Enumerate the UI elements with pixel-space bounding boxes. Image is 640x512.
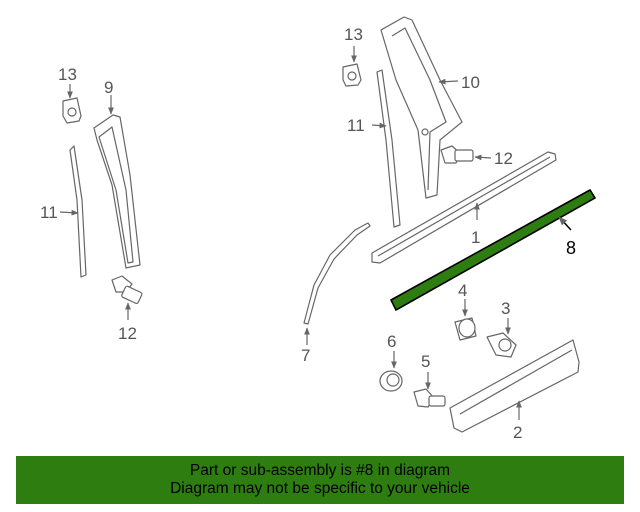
- part-9-pillar-trim[interactable]: [93, 114, 141, 269]
- callout-4: 4: [458, 281, 467, 300]
- callout-7: 7: [301, 346, 310, 365]
- banner-line-disclaimer: Diagram may not be specific to your vehi…: [170, 480, 470, 497]
- part-8-highlighted-molding[interactable]: [389, 188, 597, 312]
- part-2-door-molding[interactable]: [449, 339, 580, 433]
- part-12-bolt-right[interactable]: [440, 145, 474, 164]
- part-12-bolt-left[interactable]: [111, 275, 143, 305]
- callout-11-left: 11: [40, 203, 58, 222]
- callout-11-right: 11: [347, 116, 365, 135]
- info-banner: Part or sub-assembly is #8 in diagram Di…: [16, 456, 624, 504]
- callout-12-left: 12: [118, 324, 137, 343]
- callout-1: 1: [471, 228, 480, 247]
- callout-9: 9: [104, 78, 113, 97]
- callout-5: 5: [421, 352, 430, 371]
- part-13-clip-left[interactable]: [62, 97, 82, 124]
- part-11-seal-left[interactable]: [69, 145, 87, 278]
- part-13-clip-right[interactable]: [342, 63, 362, 87]
- part-5-screw[interactable]: [413, 388, 446, 408]
- callout-3: 3: [501, 299, 510, 318]
- part-10-frame-garnish[interactable]: [380, 16, 463, 199]
- callout-8: 8: [566, 238, 576, 258]
- part-1-belt-molding[interactable]: [371, 151, 557, 264]
- callout-10: 10: [461, 73, 480, 92]
- callout-13-left: 13: [58, 65, 77, 84]
- banner-line-part: Part or sub-assembly is #8 in diagram: [189, 462, 451, 479]
- callout-6: 6: [387, 332, 396, 351]
- callout-12-right: 12: [494, 149, 513, 168]
- callout-2: 2: [513, 423, 522, 442]
- part-4-grommet[interactable]: [454, 317, 477, 341]
- parts-diagram: 13 11 9 12 13 11 10 12 1: [40, 16, 597, 442]
- part-6-nut[interactable]: [379, 370, 403, 392]
- part-11-seal-right[interactable]: [376, 69, 401, 228]
- part-3-push-clip[interactable]: [486, 332, 517, 358]
- callout-13-right: 13: [344, 25, 363, 44]
- part-7-weatherstrip[interactable]: [303, 222, 371, 325]
